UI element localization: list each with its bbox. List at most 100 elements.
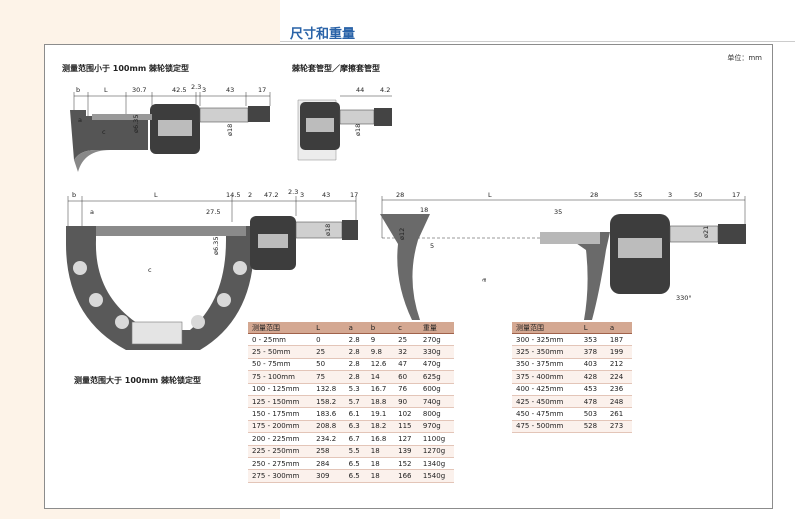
table-cell: 76 [394, 383, 419, 396]
table-cell: 236 [605, 383, 632, 396]
dim-xl-50: 50 [694, 191, 702, 199]
dim-top-left-42-5: 42.5 [172, 86, 186, 94]
table-cell: 270g [418, 333, 454, 347]
table-cell: 115 [394, 420, 419, 434]
dim-xl-L: L [488, 191, 492, 199]
dim-xl-17: 17 [732, 191, 740, 199]
table-cell: 0 [312, 333, 345, 347]
dim-large-a: a [90, 208, 94, 216]
large-micrometer-drawing [66, 196, 358, 350]
dim-top-left-dia-18: ø18 [226, 124, 234, 136]
column-header: 测量范围 [512, 322, 580, 334]
column-header: b [366, 322, 395, 334]
table-cell: 503 [579, 407, 606, 421]
table-cell: 60 [394, 370, 419, 384]
table-cell: 450 - 475mm [512, 407, 580, 421]
dim-top-left-b: b [76, 86, 80, 94]
dim-xl-330-deg: 330° [676, 294, 692, 302]
table-cell: 127 [394, 432, 419, 446]
dim-large-47-2: 47.2 [264, 191, 278, 199]
table-cell: 375 - 400mm [512, 370, 580, 384]
table-cell: 453 [579, 383, 606, 396]
table-cell: 75 [312, 370, 345, 384]
table-cell: 2.8 [344, 358, 367, 372]
table-cell: 0 - 25mm [248, 333, 313, 347]
dim-xl-28-left: 28 [396, 191, 404, 199]
dim-xl-35: 35 [554, 208, 562, 216]
table-cell: 1100g [418, 432, 454, 446]
table-cell: 14 [366, 370, 395, 384]
table-cell: 250 - 275mm [248, 457, 313, 471]
table-cell: 208.8 [312, 420, 345, 434]
table-cell: 19.1 [366, 407, 395, 421]
table-cell: 16.8 [366, 432, 395, 446]
table-cell: 6.5 [344, 469, 367, 483]
table-cell: 428 [579, 370, 606, 384]
column-header: a [344, 322, 367, 334]
table-cell: 139 [394, 445, 419, 458]
table-cell: 18.2 [366, 420, 395, 434]
dim-xl-3: 3 [668, 191, 672, 199]
dim-large-43: 43 [322, 191, 330, 199]
table-cell: 353 [579, 333, 606, 347]
table-cell: 273 [605, 420, 632, 434]
column-header: L [312, 322, 345, 334]
table-cell: 75 - 100mm [248, 370, 313, 384]
table-cell: 158.2 [312, 395, 345, 409]
table-cell: 6.3 [344, 420, 367, 434]
table-cell: 1540g [418, 469, 454, 483]
table-cell: 6.7 [344, 432, 367, 446]
table-cell: 234.2 [312, 432, 345, 446]
xl-micrometer-drawing [380, 196, 746, 320]
column-header: a [605, 322, 632, 334]
table-cell: 224 [605, 370, 632, 384]
unit-label: 单位：mm [727, 54, 762, 62]
dim-top-left-c: c [102, 128, 106, 136]
table-cell: 18 [366, 469, 395, 483]
table-cell: 150 - 175mm [248, 407, 313, 421]
dim-xl-28-right: 28 [590, 191, 598, 199]
table-cell: 225 - 250mm [248, 445, 313, 458]
table-cell: 199 [605, 345, 632, 359]
table-cell: 125 - 150mm [248, 395, 313, 409]
table-cell: 25 - 50mm [248, 345, 313, 359]
dim-xl-18: 18 [420, 206, 428, 214]
table-cell: 425 - 450mm [512, 395, 580, 409]
table-cell: 470g [418, 358, 454, 372]
title-divider [280, 41, 795, 42]
dim-sleeve-dia-18: ø18 [354, 124, 362, 136]
dim-large-2: 2 [248, 191, 252, 199]
table-cell: 12.6 [366, 358, 395, 372]
table-cell: 32 [394, 345, 419, 359]
table-cell: 400 - 425mm [512, 383, 580, 396]
table-cell: 18.8 [366, 395, 395, 409]
table-cell: 600g [418, 383, 454, 396]
table-cell: 800g [418, 407, 454, 421]
table-cell: 5.7 [344, 395, 367, 409]
table-cell: 50 [312, 358, 345, 372]
table-cell: 50 - 75mm [248, 358, 313, 372]
table-cell: 6.1 [344, 407, 367, 421]
table-cell: 258 [312, 445, 345, 458]
dim-xl-a: a [480, 278, 488, 282]
column-header: 测量范围 [248, 322, 313, 334]
dim-top-left-L: L [104, 86, 108, 94]
page-title: 尺寸和重量 [290, 27, 356, 42]
